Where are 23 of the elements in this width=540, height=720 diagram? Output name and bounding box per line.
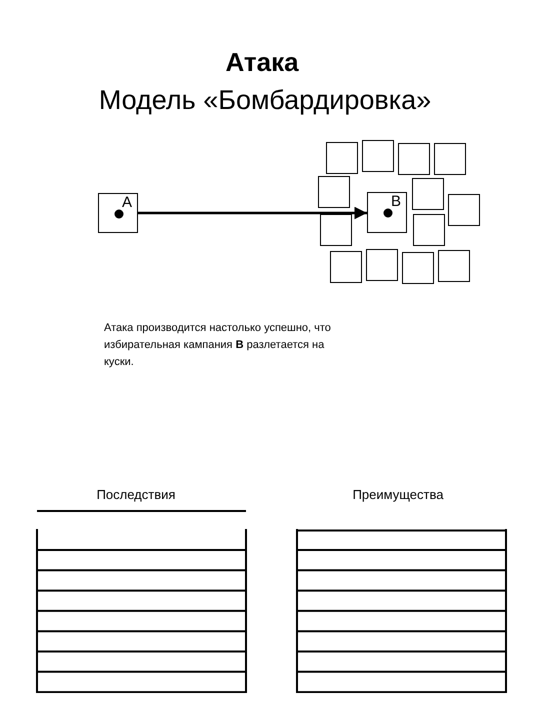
empty-box [320,214,352,246]
empty-box [366,249,398,281]
labeled-box [367,192,407,233]
empty-box [318,176,350,208]
empty-box [434,143,466,175]
empty-box [448,194,480,226]
labeled-box [98,193,138,233]
title: Атака [224,46,300,78]
box-label: B [390,193,401,211]
empty-box [326,142,358,174]
empty-box [330,251,362,283]
empty-box [413,214,445,246]
description-text: Атака производится настолько успешно, что избирательная кампания B разлетается на куски. [104,321,332,370]
box-label: A [122,194,132,212]
empty-box [412,178,444,210]
empty-box [362,140,394,172]
empty-box [402,252,434,284]
empty-box [438,250,470,282]
arrow [138,206,367,220]
empty-box [398,143,430,175]
column-heading: Последствия [96,486,176,504]
column-heading: Преимущества [352,486,444,504]
subtitle: Модель «Бомбардировка» [98,84,432,116]
